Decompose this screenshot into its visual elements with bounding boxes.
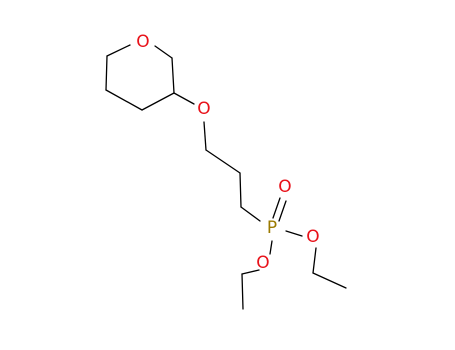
bond-ch2-ch2 — [205, 149, 241, 174]
bond-c6-ring-o — [106, 44, 131, 57]
atom-phosphoryl-oxygen: O — [278, 177, 291, 197]
bond-ch2-p — [240, 206, 261, 222]
bond-c5-c6 — [105, 55, 108, 91]
bond-c3-ether-o — [173, 92, 195, 105]
bonds — [105, 44, 347, 310]
atom-phosphorus: P — [267, 218, 277, 238]
atom-ester-oxygen-lower: O — [256, 253, 269, 273]
bond-o-right-ch2 — [312, 247, 317, 274]
bond-p-o-right — [285, 230, 303, 237]
bond-ether-o-ch2 — [203, 121, 207, 151]
bond-p-o-double-b — [278, 200, 287, 222]
bond-p-o-lower — [269, 240, 273, 255]
atom-ester-oxygen-right: O — [306, 227, 319, 247]
atom-labels: O O P O O O — [136, 32, 319, 273]
bond-o-lower-ch2 — [241, 269, 260, 275]
bond-c2-c3 — [171, 57, 175, 94]
bond-c4-c5 — [105, 89, 143, 111]
bond-ch2-ch3-right — [312, 272, 347, 289]
bond-ring-o-c2 — [154, 45, 173, 59]
bond-ch2-ch3-lower — [241, 273, 244, 310]
bond-ch2-ch2b — [239, 172, 242, 208]
atom-ether-oxygen: O — [197, 99, 210, 119]
bond-p-o-double-a — [272, 197, 281, 219]
bond-c3-c4 — [141, 92, 175, 111]
atom-ring-oxygen: O — [136, 32, 149, 52]
